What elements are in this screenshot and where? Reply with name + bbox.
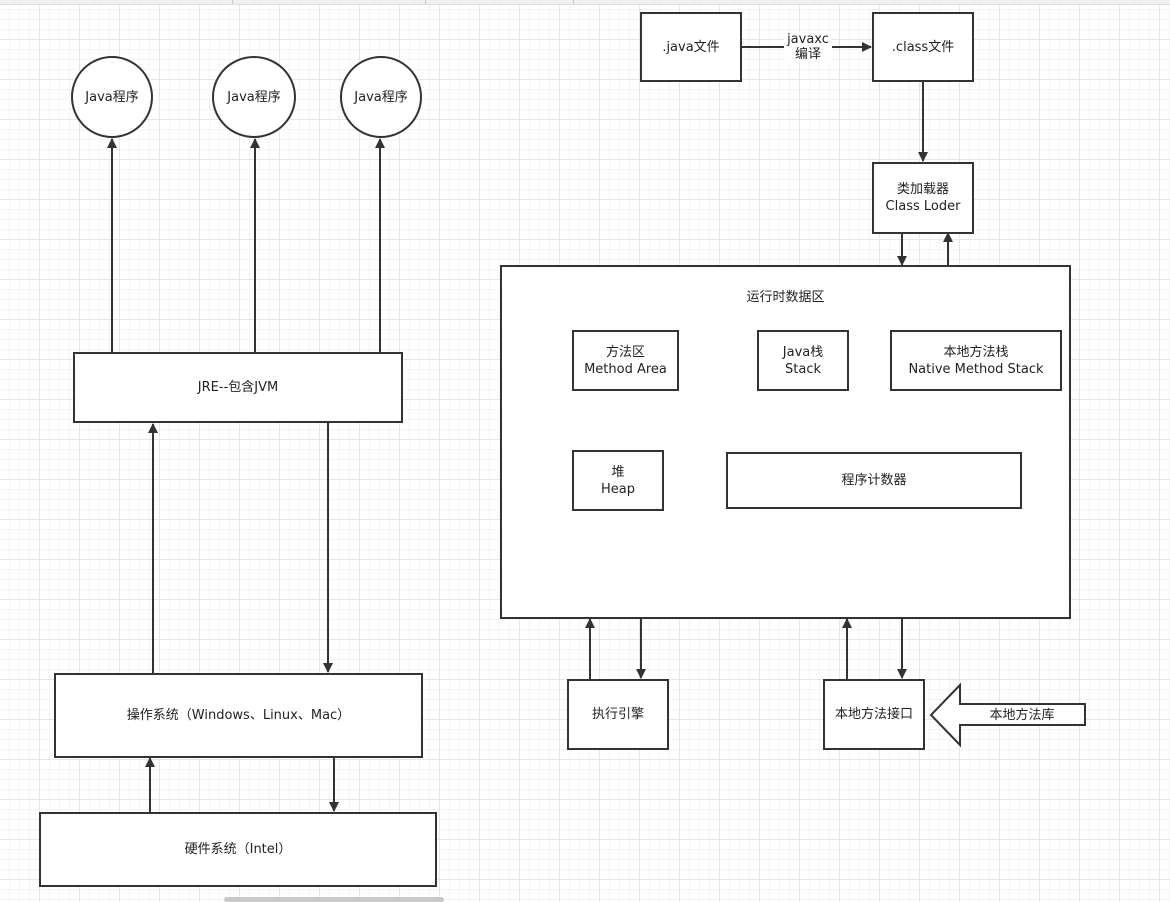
compile-edge-label: javaxc 编译: [784, 32, 832, 62]
heap-label-cn: 堆: [611, 464, 625, 480]
method-area-label-en: Method Area: [584, 361, 667, 377]
os-node[interactable]: 操作系统（Windows、Linux、Mac）: [54, 673, 423, 758]
method-area-label-cn: 方法区: [605, 344, 645, 360]
native-stack-node[interactable]: 本地方法栈 Native Method Stack: [890, 330, 1062, 391]
compile-label-line-2: 编译: [794, 47, 821, 62]
java-program-label: Java程序: [85, 89, 139, 105]
method-area-node[interactable]: 方法区 Method Area: [572, 330, 679, 391]
exec-engine-node[interactable]: 执行引擎: [567, 679, 669, 750]
native-library-node[interactable]: 本地方法库: [966, 708, 1078, 723]
class-file-label: .class文件: [891, 39, 955, 55]
native-interface-label: 本地方法接口: [834, 707, 913, 722]
java-program-label: Java程序: [354, 89, 408, 105]
hardware-node[interactable]: 硬件系统（Intel）: [39, 812, 437, 887]
java-file-label: .java文件: [662, 39, 720, 55]
java-program-label: Java程序: [227, 89, 281, 105]
java-program-node-2[interactable]: Java程序: [212, 56, 296, 138]
heap-node[interactable]: 堆 Heap: [572, 450, 664, 511]
toolbar-divider: [425, 0, 426, 4]
jre-node[interactable]: JRE--包含JVM: [73, 352, 403, 423]
top-toolbar-strip: [0, 0, 1170, 5]
compile-label-line-1: javaxc: [787, 32, 829, 47]
class-loader-node[interactable]: 类加载器 Class Loder: [872, 162, 974, 234]
hardware-label: 硬件系统（Intel）: [184, 842, 292, 857]
heap-label-en: Heap: [601, 481, 635, 497]
jre-label: JRE--包含JVM: [197, 380, 279, 395]
toolbar-divider: [573, 0, 574, 4]
toolbar-divider: [232, 0, 233, 4]
native-stack-label-en: Native Method Stack: [908, 361, 1044, 377]
pc-register-label: 程序计数器: [841, 473, 907, 488]
runtime-data-area[interactable]: 运行时数据区: [500, 265, 1071, 619]
java-program-node-3[interactable]: Java程序: [340, 56, 422, 138]
java-program-node-1[interactable]: Java程序: [71, 56, 153, 138]
os-label: 操作系统（Windows、Linux、Mac）: [126, 708, 351, 723]
class-loader-label-cn: 类加载器: [896, 182, 949, 197]
native-interface-node[interactable]: 本地方法接口: [823, 679, 925, 750]
native-library-label: 本地方法库: [989, 708, 1055, 723]
java-stack-label-cn: Java栈: [782, 344, 824, 360]
java-stack-node[interactable]: Java栈 Stack: [757, 330, 849, 391]
java-stack-label-en: Stack: [785, 361, 821, 377]
class-loader-label-en: Class Loder: [885, 199, 961, 214]
class-file-node[interactable]: .class文件: [872, 12, 974, 82]
java-file-node[interactable]: .java文件: [640, 12, 742, 82]
runtime-area-title: 运行时数据区: [746, 290, 825, 305]
native-stack-label-cn: 本地方法栈: [943, 344, 1009, 360]
horizontal-scrollbar[interactable]: [224, 897, 444, 902]
pc-register-node[interactable]: 程序计数器: [726, 452, 1022, 509]
native-library-arrow-shape: [929, 682, 1086, 748]
exec-engine-label: 执行引擎: [591, 707, 644, 722]
